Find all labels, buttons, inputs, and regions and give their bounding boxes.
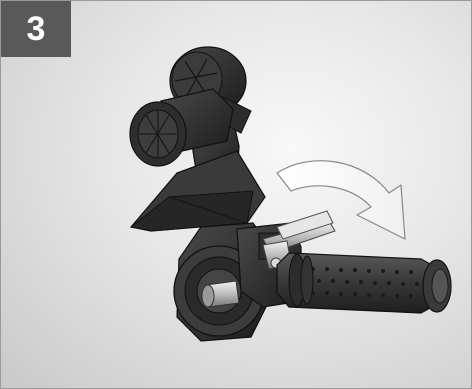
handle-grip bbox=[277, 253, 451, 313]
step-number-badge: 3 bbox=[1, 1, 71, 57]
